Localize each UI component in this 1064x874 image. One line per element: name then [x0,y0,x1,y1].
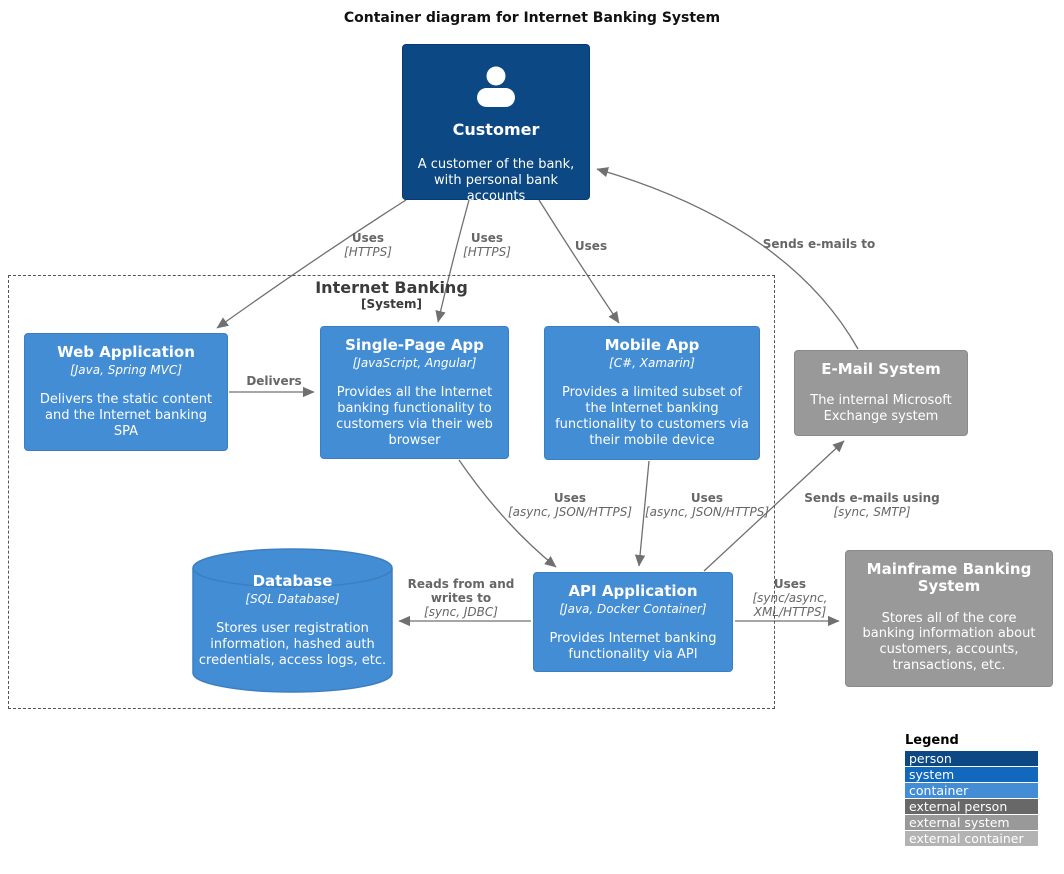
node-description: Delivers the static content and the Inte… [39,392,213,439]
node-technology: [JavaScript, Angular] [352,356,477,371]
relationship-label-customer-spa: Uses [HTTPS] [463,231,511,260]
relationship-label-customer-web: Uses [HTTPS] [344,231,392,260]
node-description: The internal Microsoft Exchange system [810,393,952,425]
node-description: A customer of the bank, with personal ba… [417,157,575,205]
node-technology: [SQL Database] [245,592,340,607]
database-text: Database [SQL Database] Stores user regi… [192,572,393,669]
node-technology: [Java, Docker Container] [559,602,707,617]
node-technology: [C#, Xamarin] [609,356,695,371]
legend-item-system: system [905,767,1038,782]
legend-title: Legend [905,733,959,748]
legend-item-container: container [905,783,1038,798]
node-mobile-app: Mobile App [C#, Xamarin] Provides a limi… [544,326,760,460]
system-boundary-internet-banking: Internet Banking [System] [8,275,775,709]
node-email-system: E-Mail System The internal Microsoft Exc… [794,350,968,436]
node-description: Stores user registration information, ha… [198,621,387,668]
relationship-label-mobile-api: Uses [async, JSON/HTTPS] [644,491,770,520]
node-title: Customer [452,120,540,139]
node-single-page-app: Single-Page App [JavaScript, Angular] Pr… [320,326,509,459]
node-title: Mainframe Banking System [866,560,1032,596]
legend-item-external-person: external person [905,799,1038,814]
node-description: Stores all of the core banking informati… [862,610,1036,674]
relationship-label-web-spa: Delivers [246,374,302,388]
node-description: Provides a limited subset of the Interne… [555,385,749,448]
node-technology: [Java, Spring MVC] [70,363,182,378]
relationship-label-api-database: Reads from and writes to [sync, JDBC] [407,577,515,620]
relationship-label-api-email: Sends e-mails using [sync, SMTP] [804,491,940,520]
boundary-name: Internet Banking [315,278,468,297]
legend: Legend person system container external … [905,733,1038,847]
node-api-application: API Application [Java, Docker Container]… [533,572,733,672]
node-description: Provides Internet banking functionality … [549,631,717,663]
relationship-label-customer-mobile: Uses [574,239,608,253]
relationship-label-spa-api: Uses [async, JSON/HTTPS] [507,491,633,520]
legend-item-external-container: external container [905,831,1038,846]
relationship-label-api-mainframe: Uses [sync/async, XML/HTTPS] [752,577,828,620]
boundary-label: Internet Banking [System] [9,278,774,311]
node-description: Provides all the Internet banking functi… [336,385,493,448]
node-customer: Customer A customer of the bank, with pe… [402,44,590,204]
node-title: Database [252,572,333,590]
node-mainframe-banking-system: Mainframe Banking System Stores all of t… [845,550,1053,687]
node-title: Mobile App [604,336,700,354]
node-title: API Application [568,582,698,600]
boundary-type: [System] [361,297,422,311]
database-cylinder-icon [192,548,393,693]
node-title: Web Application [57,343,195,361]
node-web-application: Web Application [Java, Spring MVC] Deliv… [24,333,228,451]
node-database: Database [SQL Database] Stores user regi… [192,548,393,693]
relationship-label-email-customer: Sends e-mails to [762,237,876,251]
legend-item-person: person [905,751,1038,766]
person-icon [411,55,581,117]
legend-item-external-system: external system [905,815,1038,830]
node-title: E-Mail System [821,360,941,378]
node-title: Single-Page App [345,336,484,354]
diagram-title: Container diagram for Internet Banking S… [343,10,721,26]
